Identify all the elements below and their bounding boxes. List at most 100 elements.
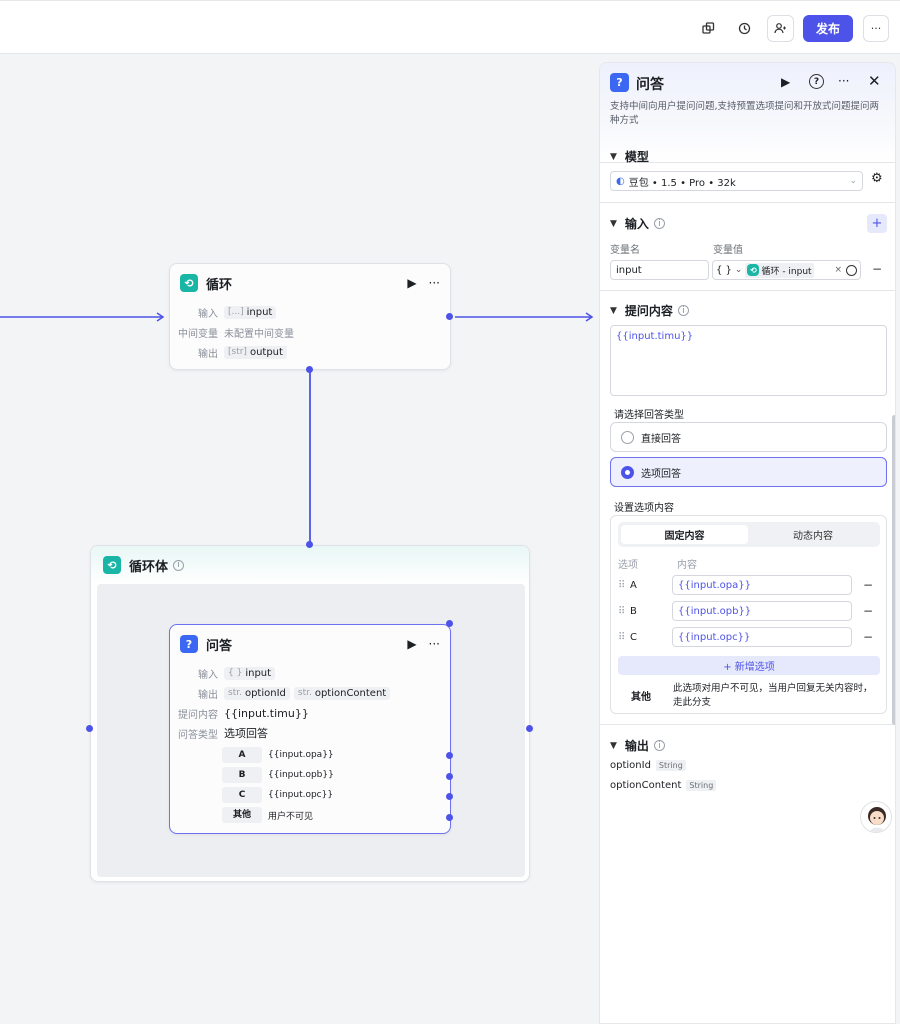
var-name-input[interactable]: input — [610, 260, 709, 280]
qa-node[interactable]: ? 问答 ▶ ··· 输入{ }input 输出 str.optionId st… — [169, 624, 451, 834]
scrollbar[interactable] — [892, 415, 895, 725]
tab-dynamic[interactable]: 动态内容 — [793, 531, 833, 542]
chevron-down-icon: ▼ — [610, 218, 617, 229]
copy-icon[interactable] — [695, 15, 721, 41]
option-port[interactable] — [446, 814, 453, 821]
qa-answer-type-label: 问答类型 — [178, 729, 218, 741]
run-icon[interactable]: ▶ — [407, 276, 417, 290]
option-value: {{input.opc}} — [268, 790, 334, 800]
loop-body-port[interactable] — [306, 366, 313, 373]
loop-output-tag: [str]output — [224, 345, 287, 359]
drag-handle-icon[interactable]: ⠿ — [618, 579, 626, 591]
option-port[interactable] — [446, 752, 453, 759]
loop-body-title: 循环体 — [129, 559, 169, 575]
drag-handle-icon[interactable]: ⠿ — [618, 631, 626, 643]
more-icon[interactable]: ··· — [428, 276, 440, 290]
var-name-header: 变量名 — [610, 245, 640, 256]
panel-description: 支持中间向用户提问问题,支持预置选项提问和开放式问题提问两种方式 — [610, 101, 880, 126]
output-port[interactable] — [446, 620, 453, 627]
info-icon: i — [653, 218, 665, 229]
answer-type-label: 请选择回答类型 — [614, 410, 684, 421]
var-type-label: { } — [716, 264, 732, 276]
option-row: ⠿ B {{input.opb}} − — [611, 601, 888, 621]
qa-input-label: 输入 — [198, 669, 218, 681]
panel-header: ? 问答 ▶ ? ··· ✕ 支持中间向用户提问问题,支持预置选项提问和开放式问… — [600, 63, 895, 163]
chevron-down-icon: ▼ — [610, 151, 617, 162]
option-key: B — [630, 605, 637, 617]
question-icon: ? — [180, 635, 198, 653]
option-input[interactable]: {{input.opa}} — [672, 575, 852, 595]
help-icon[interactable]: ? — [809, 74, 824, 89]
output-port[interactable] — [446, 313, 453, 320]
options-tabs: 固定内容 动态内容 — [618, 522, 880, 547]
gear-icon[interactable]: ⚙ — [871, 171, 883, 186]
model-select[interactable]: ◐ 豆包 • 1.5 • Pro • 32k ⌄ — [610, 171, 863, 191]
remove-option-button[interactable]: − — [863, 604, 874, 618]
option-input[interactable]: {{input.opb}} — [672, 601, 852, 621]
option-port[interactable] — [446, 793, 453, 800]
loop-node-title: 循环 — [206, 277, 233, 293]
option-key: C — [630, 631, 637, 643]
loop-mid-label: 中间变量 — [178, 328, 218, 340]
loop-body-port[interactable] — [306, 541, 313, 548]
chevron-down-icon: ⌄ — [849, 176, 857, 186]
col-content-header: 内容 — [677, 560, 697, 571]
output-port[interactable] — [526, 725, 533, 732]
remove-option-button[interactable]: − — [863, 630, 874, 644]
qa-node-title: 问答 — [206, 638, 233, 654]
qa-question-label: 提问内容 — [178, 709, 218, 721]
run-icon[interactable]: ▶ — [781, 75, 791, 89]
add-option-button[interactable]: + 新增选项 — [618, 656, 880, 675]
remove-option-button[interactable]: − — [863, 578, 874, 592]
option-key: C — [222, 787, 262, 803]
input-port[interactable] — [86, 725, 93, 732]
qa-answer-type-value: 选项回答 — [224, 727, 268, 740]
option-key: B — [222, 767, 262, 783]
loop-mid-value: 未配置中间变量 — [224, 328, 294, 340]
qa-input-tag: { }input — [224, 666, 276, 680]
option-port[interactable] — [446, 773, 453, 780]
more-icon[interactable]: ··· — [428, 637, 440, 651]
loop-icon: ⟲ — [747, 264, 760, 276]
remove-var-button[interactable]: − — [872, 262, 883, 276]
panel-title: 问答 — [636, 77, 664, 93]
assistant-avatar[interactable] — [860, 801, 892, 833]
option-value: 用户不可见 — [268, 811, 314, 822]
top-toolbar: 发布 ··· — [0, 0, 900, 54]
target-icon[interactable] — [846, 264, 857, 276]
chevron-down-icon: ▼ — [610, 740, 617, 751]
output-tag: str.optionContent — [293, 686, 391, 700]
history-icon[interactable] — [731, 15, 757, 41]
more-options-button[interactable]: ··· — [863, 15, 889, 42]
tab-fixed[interactable]: 固定内容 — [621, 525, 748, 544]
chevron-down-icon: ▼ — [610, 305, 617, 316]
radio-option-answer[interactable]: 选项回答 — [610, 457, 887, 487]
clear-icon[interactable]: × — [834, 265, 842, 275]
info-icon: i — [173, 559, 185, 571]
collaborator-icon[interactable] — [767, 15, 794, 42]
drag-handle-icon[interactable]: ⠿ — [618, 605, 626, 617]
other-option-key: 其他 — [631, 692, 651, 703]
option-input[interactable]: {{input.opc}} — [672, 627, 852, 647]
publish-button[interactable]: 发布 — [803, 15, 853, 42]
more-icon[interactable]: ··· — [838, 74, 850, 88]
loop-body-icon: ⟲ — [103, 556, 121, 574]
radio-direct-answer[interactable]: 直接回答 — [610, 422, 887, 452]
loop-input-tag: [...]input — [224, 305, 277, 319]
option-row: ⠿ C {{input.opc}} − — [611, 627, 888, 647]
workflow-canvas[interactable]: ⟲ 循环 ▶ ··· 输入 [...]input 中间变量未配置中间变量 输出 [s… — [0, 55, 900, 1024]
close-icon[interactable]: ✕ — [868, 72, 881, 90]
model-section-title[interactable]: ▼模型 — [610, 150, 649, 164]
add-input-button[interactable]: + — [867, 214, 887, 233]
qa-output-label: 输出 — [198, 689, 218, 701]
loop-node[interactable]: ⟲ 循环 ▶ ··· 输入[...]input 中间变量未配置中间变量 输出[s… — [169, 263, 451, 370]
var-value-selector[interactable]: { } ⌄ ⟲循环 - input × — [712, 260, 861, 280]
question-textarea[interactable]: {{input.timu}} — [610, 325, 887, 396]
radio-icon — [621, 430, 634, 444]
run-icon[interactable]: ▶ — [407, 637, 417, 651]
radio-icon — [621, 465, 634, 479]
